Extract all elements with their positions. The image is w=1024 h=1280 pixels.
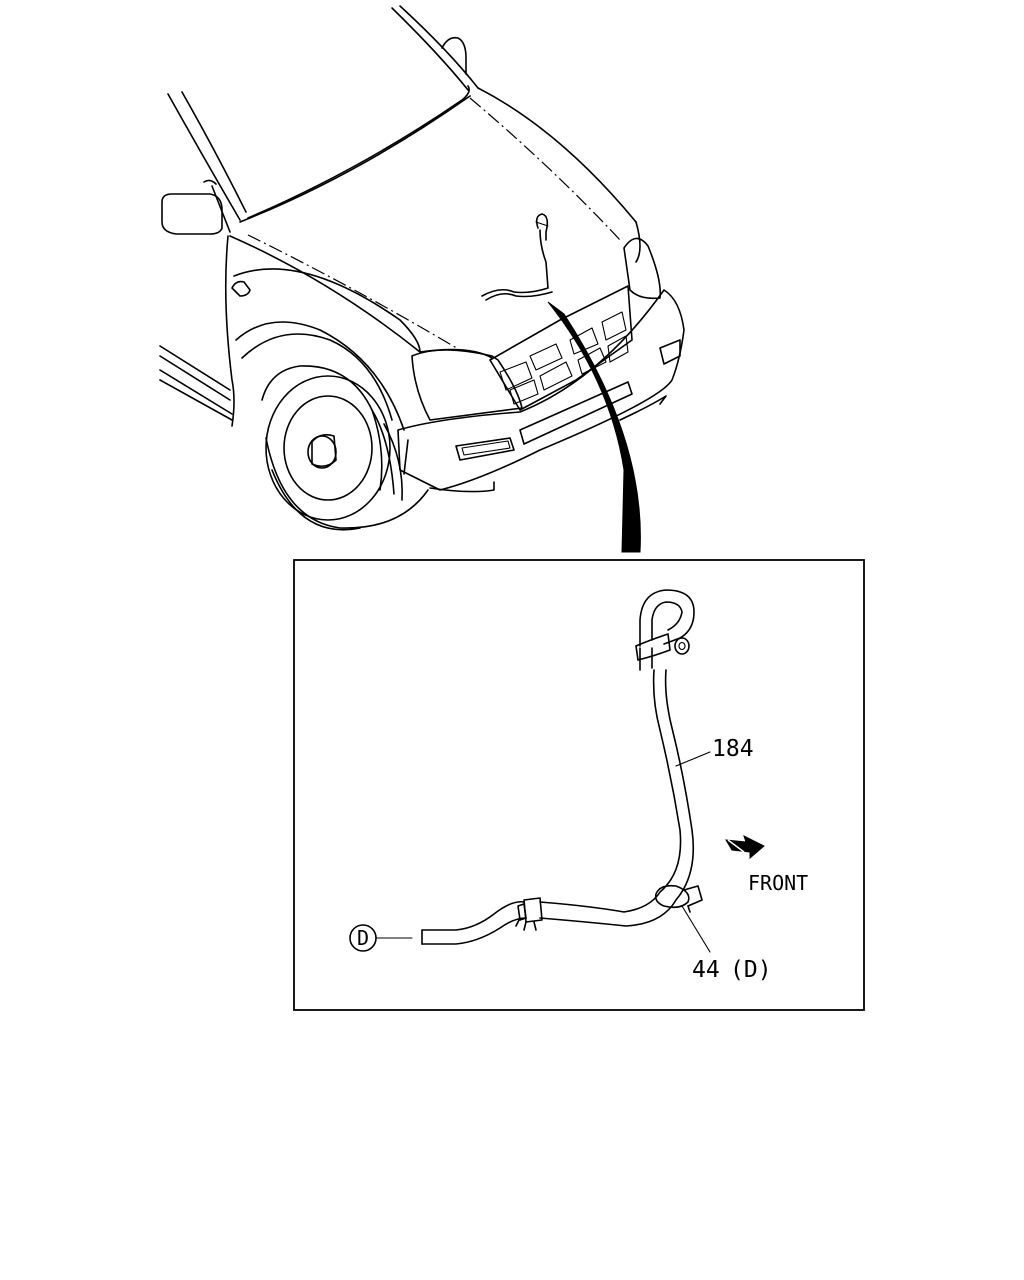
detail-frame xyxy=(293,559,865,1011)
washer-hose xyxy=(421,589,695,945)
arrow-down-right-icon xyxy=(725,835,765,860)
detail-view: 184 44 (D) D FRONT xyxy=(293,559,865,1011)
leader-44 xyxy=(681,905,711,953)
clip-reference: (D) xyxy=(730,957,772,983)
curved-pointer-icon xyxy=(547,301,641,553)
front-direction-label: FRONT xyxy=(748,871,808,895)
connection-marker-letter: D xyxy=(357,926,369,950)
vehicle-illustration xyxy=(159,5,685,531)
part-number-44: 44 xyxy=(692,957,720,983)
leader-184 xyxy=(675,751,711,767)
connection-marker: D xyxy=(349,924,377,952)
part-number-184: 184 xyxy=(712,736,754,762)
hose-clip xyxy=(654,884,703,913)
hose-connector xyxy=(515,897,543,931)
